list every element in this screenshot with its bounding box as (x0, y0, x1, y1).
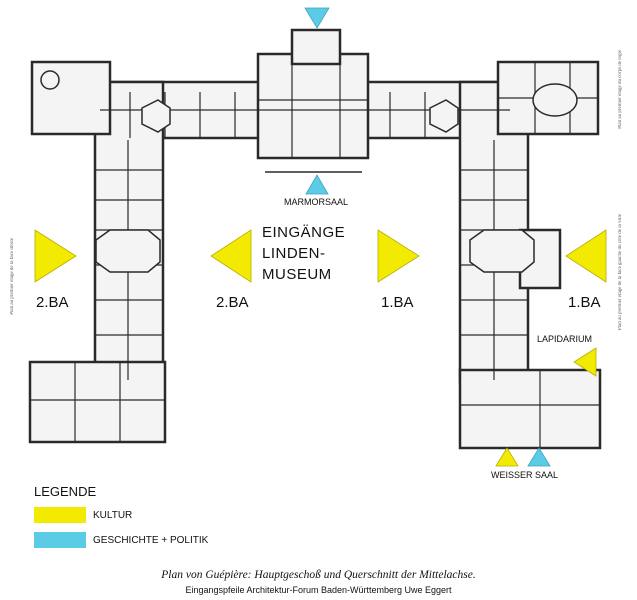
side-note-left: Plan au premier étage de la face droite (10, 238, 15, 315)
arrow-marmorsaal (305, 174, 329, 195)
center-line-1: EINGÄNGE (262, 224, 346, 241)
ba2-center-label: 2.BA (216, 294, 249, 311)
arrow-1ba-center (377, 229, 420, 283)
arrow-2ba-center (210, 229, 252, 283)
history-arrows (304, 7, 551, 467)
arrow-1ba-right (565, 229, 607, 283)
side-note-top-right: Plan au premier étage du corps de logis (618, 50, 623, 129)
legend-title: LEGENDE (34, 484, 97, 499)
legend-swatch-geschichte (34, 532, 86, 548)
arrow-2ba-left (34, 229, 77, 283)
ba1-right-label: 1.BA (568, 294, 601, 311)
arrow-weisser-saal-culture (495, 447, 519, 467)
legend-label-geschichte: GESCHICHTE + POLITIK (93, 535, 209, 546)
arrow-lapidarium (573, 347, 597, 377)
central-tower (290, 28, 342, 66)
legend-swatch-kultur (34, 507, 86, 523)
room-divisions (30, 54, 600, 448)
arrow-weisser-saal-history (527, 447, 551, 467)
side-note-right: Plan au premier étage de la face gauche … (618, 214, 623, 331)
ba2-left-label: 2.BA (36, 294, 69, 311)
plan-credit: Eingangspfeile Architektur-Forum Baden-W… (185, 585, 452, 595)
central-pavilion (256, 52, 370, 160)
ba1-center-label: 1.BA (381, 294, 414, 311)
center-entrance-label: EINGÄNGE LINDEN- MUSEUM (262, 222, 372, 285)
center-line-3: MUSEUM (262, 266, 332, 283)
rotundas (40, 70, 578, 273)
marmorsaal-label: MARMORSAAL (284, 197, 349, 207)
culture-arrows (34, 229, 607, 467)
left-bottom-pavilion (28, 360, 167, 444)
plan-caption: Plan von Guépière: Hauptgeschoß und Quer… (161, 569, 476, 581)
lapidarium-label: LAPIDARIUM (537, 334, 593, 344)
right-bottom-block (458, 368, 602, 450)
arrow-top-entrance (304, 7, 330, 29)
center-line-2: LINDEN- (262, 245, 326, 262)
weisser-saal-label: WEISSER SAAL (491, 470, 559, 480)
legend-label-kultur: KULTUR (93, 510, 133, 521)
